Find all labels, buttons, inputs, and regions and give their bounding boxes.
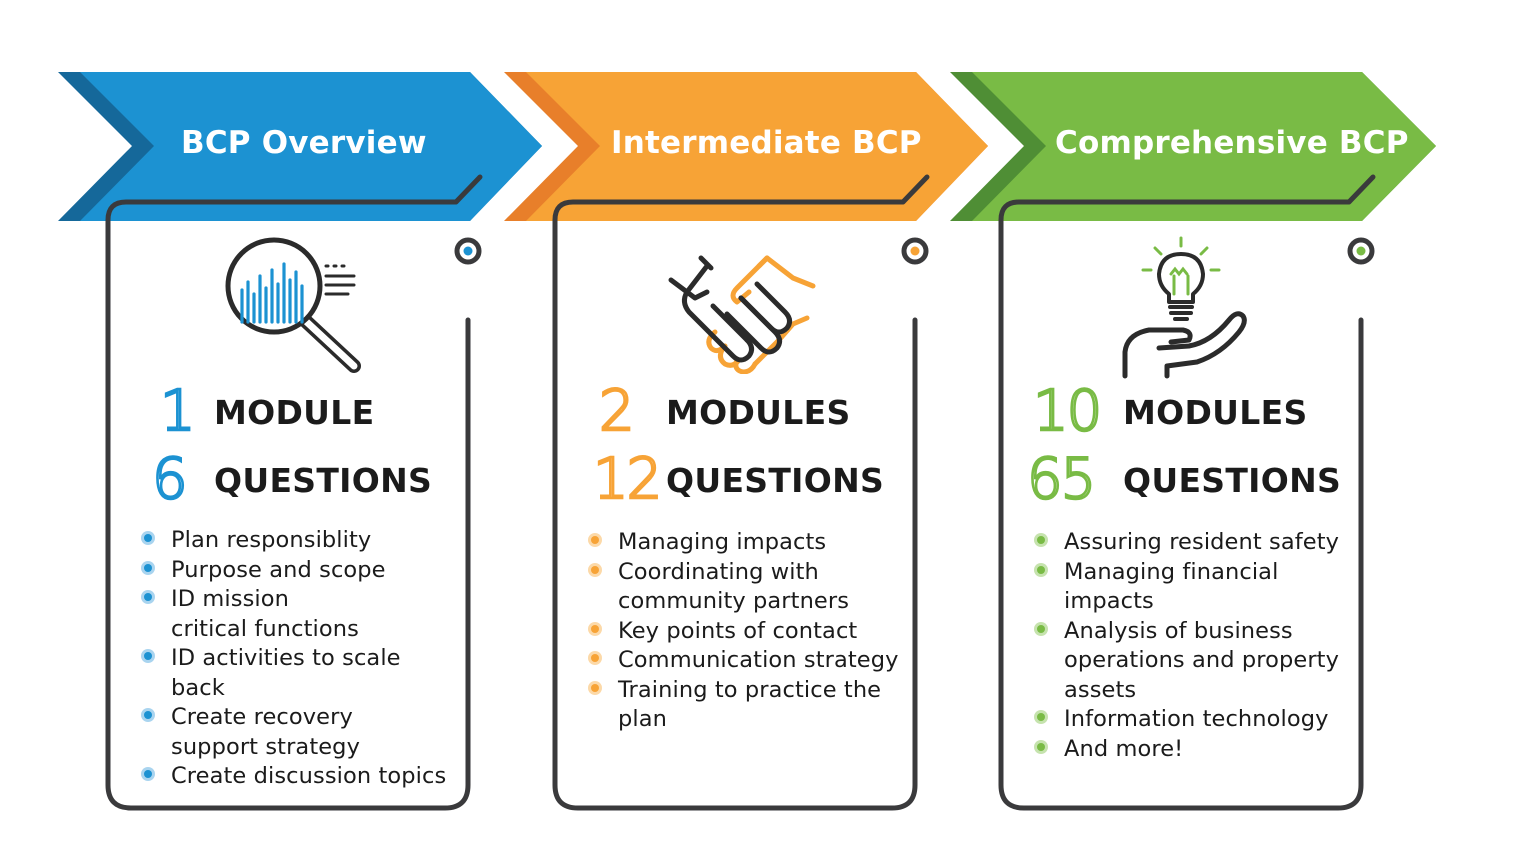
- column-1-title: BCP Overview: [181, 125, 427, 161]
- list-item: ID mission critical functions: [142, 585, 361, 644]
- list-item: Analysis of business operations and prop…: [1035, 617, 1364, 706]
- questions-label: QUESTIONS: [214, 461, 433, 500]
- chevron-1: [80, 72, 542, 221]
- chevron-3: [972, 72, 1436, 221]
- list-item: Managing impacts: [589, 528, 899, 558]
- questions-label: QUESTIONS: [1123, 461, 1342, 500]
- questions-number: 6: [151, 447, 189, 512]
- topic-list: Assuring resident safety Managing financ…: [1035, 528, 1345, 764]
- questions-stat: 12 QUESTIONS: [555, 447, 915, 512]
- column-3-title: Comprehensive BCP: [1055, 125, 1409, 161]
- list-item: Purpose and scope: [142, 556, 452, 586]
- list-item: ID activities to scale back: [142, 644, 452, 703]
- topic-list: Managing impacts Coordinating with commu…: [589, 528, 899, 735]
- questions-number: 12: [592, 447, 664, 512]
- questions-stat: 6 QUESTIONS: [108, 447, 468, 512]
- list-item: Create discussion topics: [142, 762, 452, 792]
- modules-label: MODULES: [1123, 393, 1308, 432]
- handshake-icon: [668, 255, 816, 374]
- modules-stat: 2 MODULES: [555, 379, 915, 444]
- modules-stat: 10 MODULES: [1001, 379, 1361, 444]
- modules-stat: 1 MODULE: [108, 379, 468, 444]
- list-item: Training to practice the plan: [589, 676, 888, 735]
- column-2-title: Intermediate BCP: [611, 125, 922, 161]
- column-3-card: 10 MODULES 65 QUESTIONS Assuring residen…: [998, 174, 1376, 820]
- list-item: Create recovery support strategy: [142, 703, 431, 762]
- lightbulb-hand-icon: [1122, 236, 1247, 379]
- column-1-frame: [105, 174, 483, 811]
- column-2-card: 2 MODULES 12 QUESTIONS Managing impacts …: [552, 174, 930, 820]
- modules-number: 2: [598, 379, 636, 444]
- topic-list: Plan responsiblity Purpose and scope ID …: [142, 526, 452, 792]
- magnifying-glass-chart-icon: [225, 237, 361, 373]
- list-item: Key points of contact: [589, 617, 899, 647]
- modules-number: 1: [159, 379, 197, 444]
- modules-label: MODULES: [666, 393, 851, 432]
- list-item: And more!: [1035, 735, 1345, 765]
- questions-stat: 65 QUESTIONS: [1001, 447, 1361, 512]
- chevron-2: [526, 72, 988, 221]
- list-item: Plan responsiblity: [142, 526, 452, 556]
- list-item: Information technology: [1035, 705, 1345, 735]
- column-2-frame: [552, 174, 930, 811]
- list-item: Communication strategy: [589, 646, 899, 676]
- list-item: Managing financial impacts: [1035, 558, 1314, 617]
- modules-label: MODULE: [214, 393, 375, 432]
- list-item: Coordinating with community partners: [589, 558, 858, 617]
- column-1-card: 1 MODULE 6 QUESTIONS Plan responsiblity …: [105, 174, 483, 820]
- list-item: Assuring resident safety: [1035, 528, 1345, 558]
- modules-number: 10: [1032, 379, 1104, 444]
- column-3-frame: [998, 174, 1376, 811]
- questions-number: 65: [1026, 447, 1098, 512]
- questions-label: QUESTIONS: [666, 461, 885, 500]
